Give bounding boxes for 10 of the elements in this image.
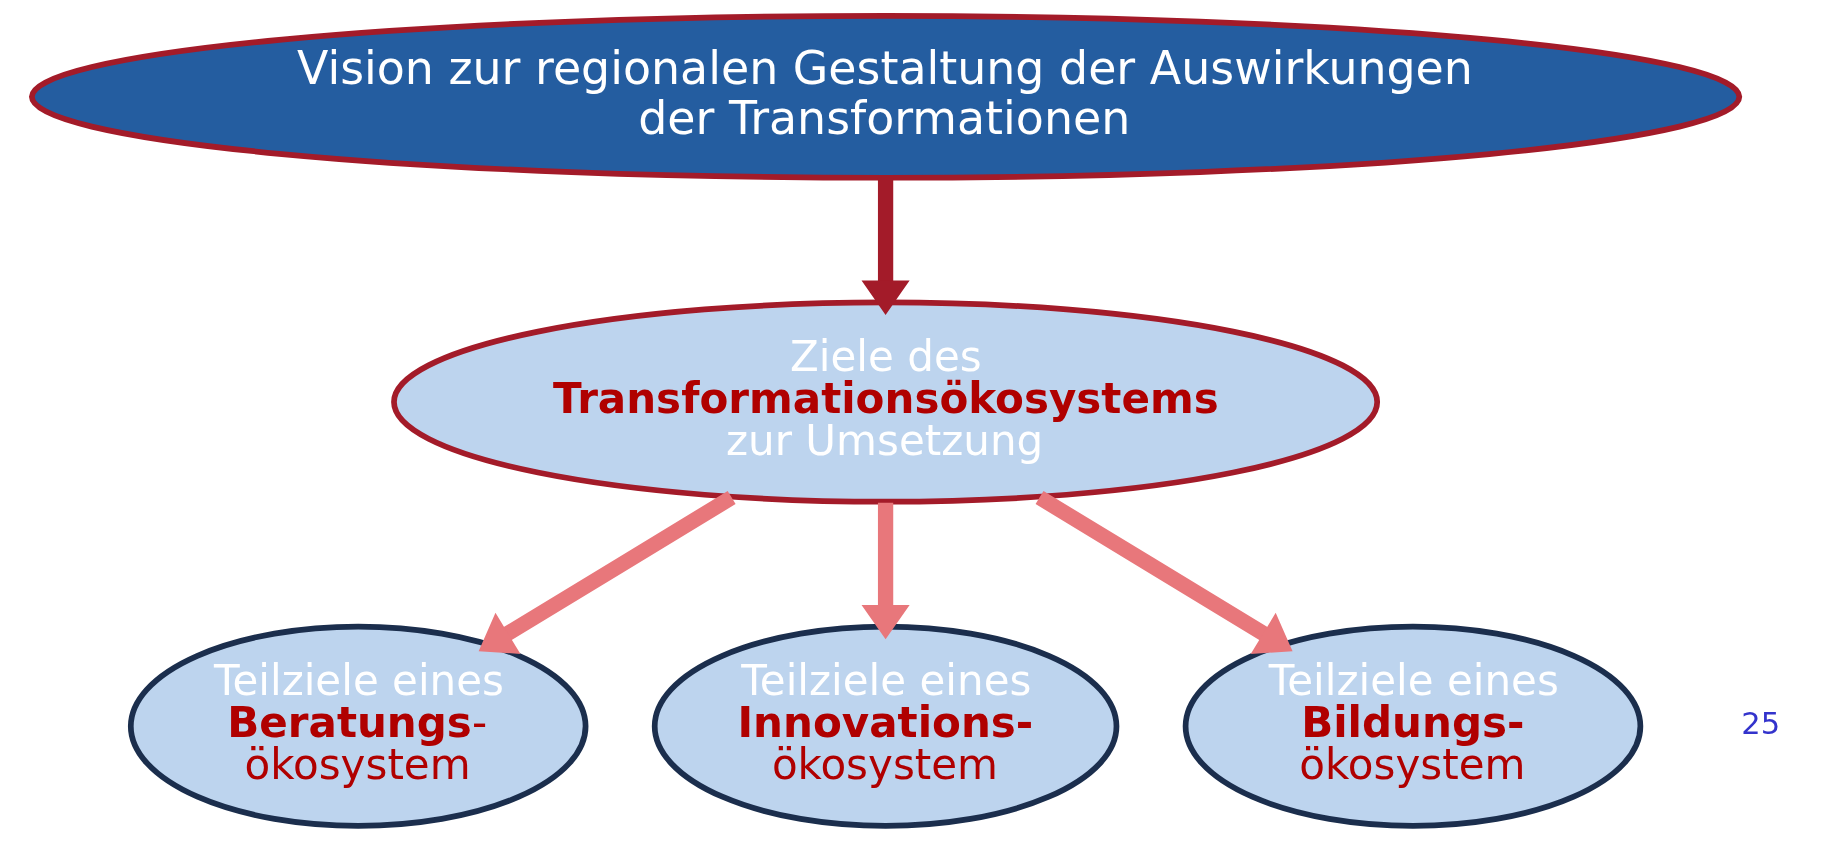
arrow — [861, 502, 910, 640]
arrow — [478, 490, 736, 654]
arrow — [861, 177, 910, 315]
node-ellipse: Ziele des Transformationsökosystems zur Umsetzung — [390, 299, 1380, 505]
node-ellipse: Teilziele eines Bildungs- ökosystem — [1182, 623, 1643, 829]
label: 25 — [1740, 705, 1780, 741]
node-ellipse: Teilziele eines Beratungs- ökosystem — [127, 623, 588, 829]
node-ellipse: Teilziele eines Innovations- ökosystem — [651, 623, 1119, 829]
node-ellipse: Vision zur regionalen Gestaltung der Auswirkungen der Transformationen — [28, 13, 1742, 181]
arrow — [1035, 490, 1293, 654]
